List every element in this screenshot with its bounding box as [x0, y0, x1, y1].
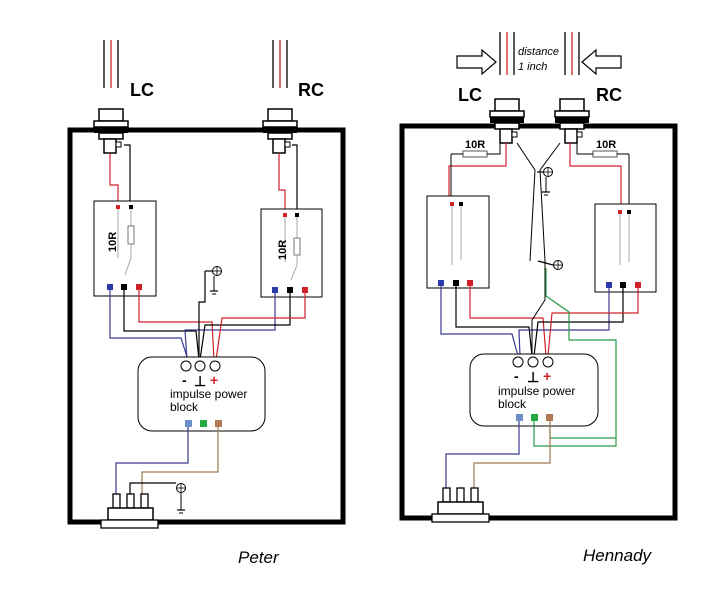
left-lc-label: LC — [130, 80, 154, 100]
left-diagram: LC RC — [67, 40, 346, 567]
right-block-label-line1: impulse power — [498, 384, 575, 398]
left-lc-cable — [103, 40, 119, 88]
right-signature: Hennady — [583, 546, 653, 565]
left-output-ground-icon — [176, 483, 186, 514]
left-ground-terminal — [194, 360, 206, 372]
right-rc-connector — [554, 98, 590, 144]
left-lc-connector — [93, 108, 129, 154]
right-lc-resistor — [462, 150, 488, 158]
right-plus-label: + — [543, 368, 551, 384]
left-rc-connector — [262, 108, 298, 154]
left-signature: Peter — [238, 548, 280, 567]
left-output-connector — [100, 493, 159, 529]
distance-label-line1: distance — [518, 46, 559, 58]
right-enclosure — [399, 123, 678, 521]
left-rc-label: RC — [298, 80, 324, 100]
right-lc-cable — [499, 32, 515, 75]
left-rc-cable — [272, 40, 288, 88]
right-rc-module — [594, 203, 657, 293]
distance-arrow-left-icon — [456, 48, 497, 76]
right-lc-module — [426, 195, 490, 289]
right-mid-ground-icon — [537, 260, 563, 270]
right-rc-label: RC — [596, 85, 622, 105]
left-power-block — [137, 356, 266, 432]
left-enclosure — [67, 127, 346, 525]
distance-arrow-right-icon — [581, 48, 622, 76]
right-lc-resistor-label: 10R — [465, 139, 485, 151]
left-rc-module — [260, 208, 323, 298]
left-lc-module — [93, 200, 157, 297]
distance-label-line2: 1 inch — [518, 61, 547, 73]
left-plus-terminal — [209, 360, 221, 372]
right-ground-terminal — [527, 356, 539, 368]
right-plus-terminal — [542, 356, 554, 368]
left-block-label-line2: block — [170, 400, 199, 414]
right-diagram: distance 1 inch LC RC 10R 10R — [399, 32, 678, 565]
right-rc-resistor — [592, 150, 618, 158]
left-chassis-ground-icon — [205, 266, 222, 295]
left-minus-label: - — [182, 372, 187, 388]
right-ground-label: ⊥ — [527, 369, 539, 385]
right-lc-label: LC — [458, 85, 482, 105]
right-module-resistor-label: 10R — [277, 240, 289, 260]
right-block-label-line2: block — [498, 397, 527, 411]
left-plus-label: + — [210, 372, 218, 388]
right-top-ground-icon — [537, 167, 553, 196]
right-rc-cable — [564, 32, 580, 75]
left-block-label-line1: impulse power — [170, 387, 247, 401]
left-module-resistor-label: 10R — [107, 232, 119, 252]
right-rc-resistor-label: 10R — [596, 139, 616, 151]
left-minus-terminal — [180, 360, 192, 372]
right-minus-terminal — [512, 356, 524, 368]
right-minus-label: - — [514, 368, 519, 384]
left-ground-label: ⊥ — [194, 373, 206, 389]
left-module-resistor — [127, 225, 135, 245]
right-module-resistor — [293, 237, 301, 256]
right-output-connector — [431, 487, 490, 523]
right-lc-connector — [489, 98, 525, 144]
